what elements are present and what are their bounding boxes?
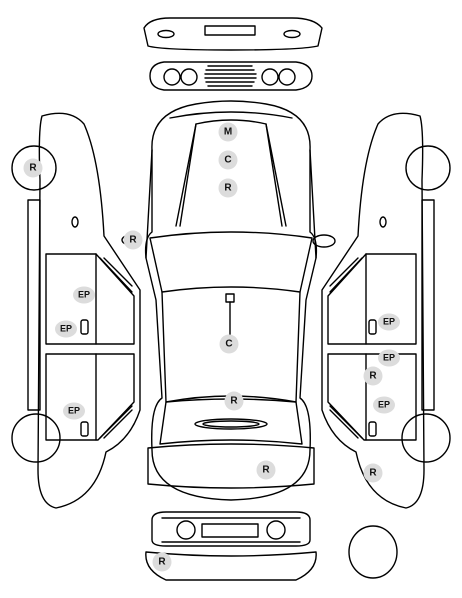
front-spoiler-panel[interactable] (145, 551, 317, 581)
left-side-body[interactable] (11, 112, 141, 509)
car-body-top-view[interactable] (144, 100, 336, 501)
rear-lights-panel[interactable] (149, 61, 313, 91)
marker-roof-r[interactable]: R (218, 178, 238, 198)
marker-left-front-door-ep-handle[interactable]: EP (55, 320, 77, 338)
marker-right-rear-wheel-r[interactable]: R (363, 463, 383, 483)
marker-left-mirror-r[interactable]: R (123, 230, 143, 250)
marker-front-bumper-r[interactable]: R (256, 460, 276, 480)
marker-left-rear-door-ep[interactable]: EP (63, 402, 85, 420)
marker-roof-m[interactable]: M (218, 122, 238, 142)
marker-hood-c[interactable]: C (219, 334, 239, 354)
right-side-body[interactable] (321, 112, 451, 509)
marker-right-front-door-ep[interactable]: EP (378, 313, 400, 331)
marker-front-left-wheel-r[interactable]: R (23, 158, 43, 178)
marker-hood-r[interactable]: R (224, 391, 244, 411)
marker-right-rear-door-ep[interactable]: EP (373, 396, 395, 414)
marker-left-front-door-ep-top[interactable]: EP (73, 286, 95, 304)
rear-tail-panel[interactable] (143, 17, 323, 51)
marker-roof-c[interactable]: C (218, 150, 238, 170)
marker-right-rear-door-ep-top[interactable]: EP (378, 349, 400, 367)
marker-rear-bumper-r[interactable]: R (152, 552, 172, 572)
front-grille-panel[interactable] (151, 511, 311, 547)
spare-wheel[interactable] (348, 525, 398, 579)
marker-right-rear-door-r[interactable]: R (363, 366, 383, 386)
